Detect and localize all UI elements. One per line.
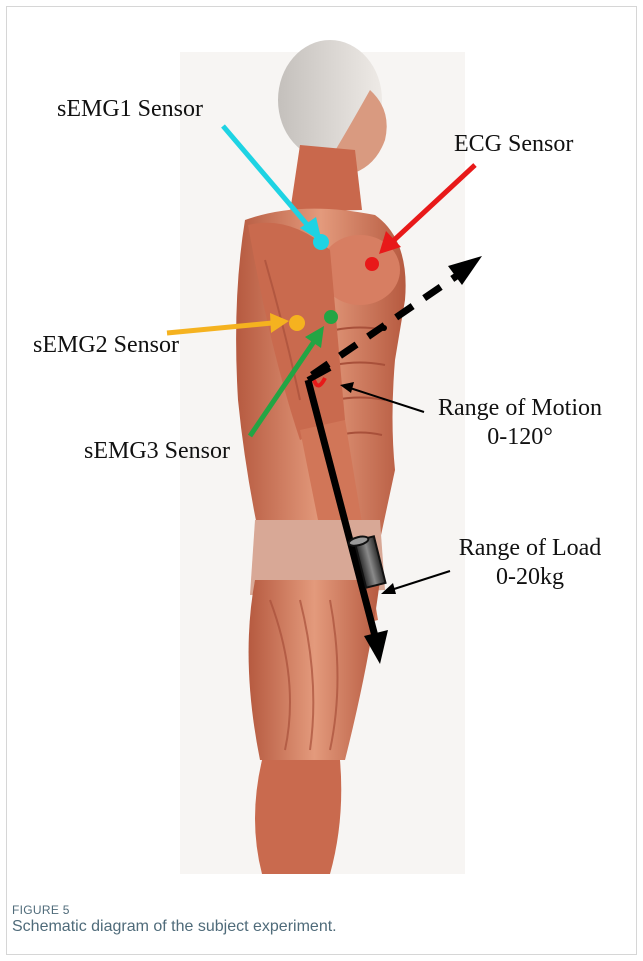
semg1-sensor-dot: [313, 234, 329, 250]
calf-shape: [255, 760, 341, 874]
motion-label: Range of Motion 0-120°: [410, 394, 630, 452]
motion-label-range: 0-120°: [410, 423, 630, 452]
load-label-title: Range of Load: [425, 534, 635, 563]
semg1-label: sEMG1 Sensor: [57, 95, 203, 124]
figure-number: FIGURE 5: [12, 903, 70, 917]
load-label-range: 0-20kg: [425, 563, 635, 592]
load-label: Range of Load 0-20kg: [425, 534, 635, 592]
semg3-label: sEMG3 Sensor: [84, 437, 230, 466]
motion-label-title: Range of Motion: [410, 394, 630, 423]
semg2-label: sEMG2 Sensor: [33, 331, 179, 360]
ecg-label: ECG Sensor: [454, 130, 573, 159]
neck-shape: [290, 145, 362, 212]
semg2-sensor-dot: [289, 315, 305, 331]
semg3-sensor-dot: [324, 310, 338, 324]
ecg-sensor-dot: [365, 257, 379, 271]
figure-caption: Schematic diagram of the subject experim…: [12, 918, 337, 936]
